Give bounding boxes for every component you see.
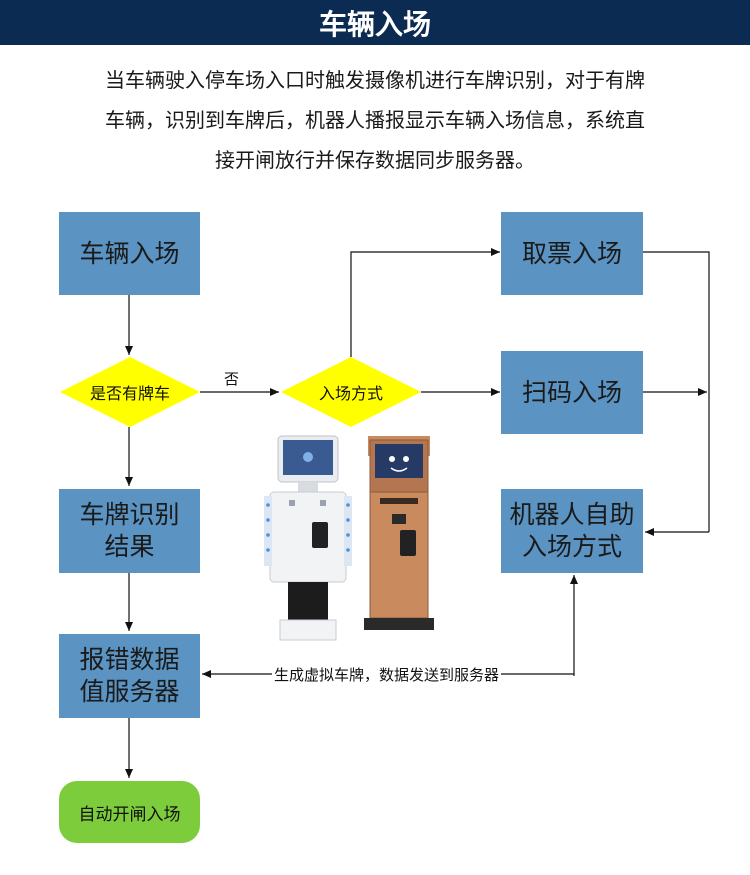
- node-report-server: 报错数据 值服务器: [59, 634, 200, 718]
- node-report-server-line-2: 值服务器: [79, 677, 180, 706]
- bronze-robot-kiosk-illustration: [364, 436, 434, 630]
- line-ticket-out: [643, 251, 710, 532]
- intro-text: 当车辆驶入停车场入口时触发摄像机进行车牌识别，对于有牌 车辆，识别到车牌后，机器…: [60, 60, 690, 180]
- intro-line-3: 接开闸放行并保存数据同步服务器。: [215, 148, 535, 172]
- decision-entry-method-label: 入场方式: [318, 384, 383, 403]
- node-ticket-entry: 取票入场: [501, 212, 643, 295]
- node-robot-line-2: 入场方式: [521, 532, 622, 561]
- decision-diamond-entry-method: [281, 357, 421, 427]
- white-robot-kiosk-illustration: [264, 435, 352, 641]
- node-plate-result-line-1: 车牌识别: [79, 500, 180, 529]
- edge-label-virtual-plate: 生成虚拟车牌，数据发送到服务器: [272, 664, 502, 685]
- node-robot-line-1: 机器人自助: [509, 500, 635, 529]
- node-vehicle-entry: 车辆入场: [59, 212, 200, 295]
- edge-label-no: 否: [224, 368, 240, 389]
- node-scan-entry: 扫码入场: [501, 351, 643, 434]
- arrow-to-ticket: [350, 248, 500, 357]
- intro-line-2: 车辆，识别到车牌后，机器人播报显示车辆入场信息，系统直: [105, 108, 645, 132]
- decision-has-plate-label: 是否有牌车: [89, 384, 170, 403]
- node-plate-result: 车牌识别 结果: [59, 489, 200, 573]
- node-robot-self-entry: 机器人自助 入场方式: [501, 489, 643, 573]
- node-report-server-line-1: 报错数据: [79, 645, 180, 674]
- node-plate-result-line-2: 结果: [104, 532, 155, 561]
- node-auto-open-gate: 自动开闸入场: [59, 781, 200, 843]
- page-title: 车辆入场: [0, 0, 750, 45]
- decision-diamond-has-plate: [60, 357, 200, 427]
- intro-line-1: 当车辆驶入停车场入口时触发摄像机进行车牌识别，对于有牌: [105, 68, 645, 92]
